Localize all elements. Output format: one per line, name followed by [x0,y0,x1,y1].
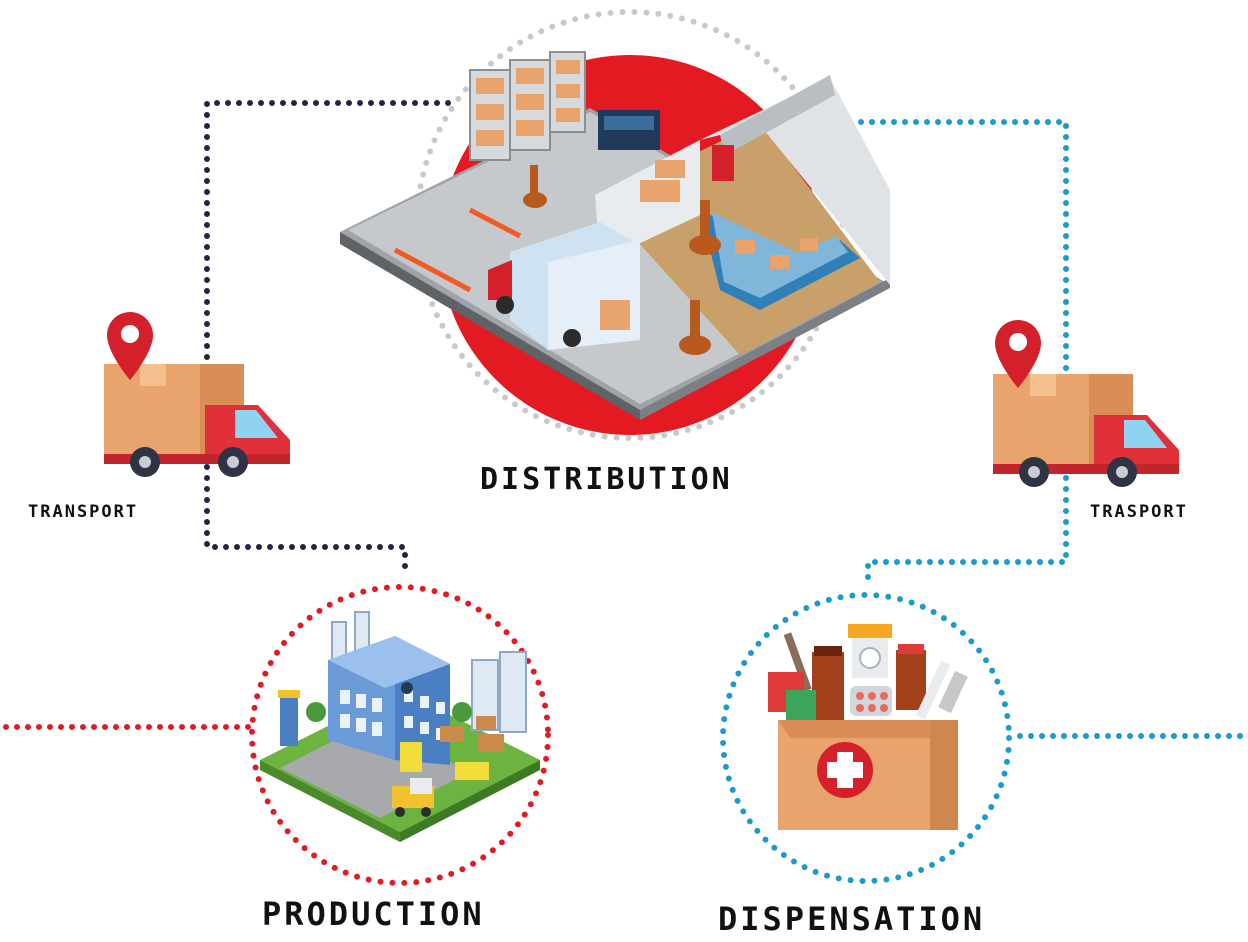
distribution-node [340,9,890,441]
production-dotted-ring [249,584,551,886]
truck-icon [104,364,290,477]
production-node [249,584,551,886]
transport-right-label: TRASPORT [1090,502,1188,522]
medicine-bag-illustration [768,624,968,830]
warehouse-truck [488,222,640,350]
transport-left-node [104,312,290,477]
warehouse-illustration [340,51,890,420]
transport-left-label: TRANSPORT [28,502,139,522]
location-pin-icon [995,320,1041,388]
truck-icon [993,374,1179,487]
distribution-label: DISTRIBUTION [480,462,733,497]
dispensation-node [720,592,1012,884]
connector-distribution-to-production [204,100,451,578]
medical-cross-icon [817,742,873,798]
dispensation-dotted-ring [720,592,1012,884]
dispensation-label: DISPENSATION [718,900,986,938]
production-label: PRODUCTION [262,895,485,933]
location-pin-icon [107,312,153,380]
transport-right-node [993,320,1179,487]
factory-illustration [260,611,540,842]
